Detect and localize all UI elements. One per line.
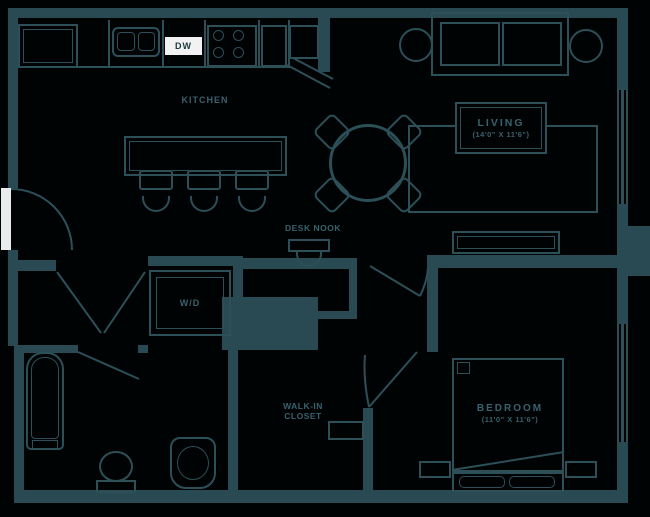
- stove: [207, 25, 257, 67]
- wall-hall-vertical: [349, 258, 357, 318]
- coffee-table-inner: LIVING (14'0" X 11'6"): [460, 107, 542, 149]
- toilet-tank: [96, 480, 136, 493]
- laundry-double-door-left: [56, 271, 102, 334]
- window-right-lower: [617, 324, 628, 442]
- counter-divider-3: [204, 20, 206, 66]
- bathtub-faucet: [32, 440, 58, 449]
- wall-hall-left: [8, 260, 56, 271]
- closet-shelf: [328, 421, 364, 440]
- bathtub-inner: [31, 357, 59, 439]
- pillow-right: [509, 476, 555, 488]
- wall-left-lower: [14, 346, 24, 492]
- coffee-table: [455, 102, 547, 154]
- sink-basin-right: [138, 32, 155, 51]
- dining-table: [329, 124, 407, 202]
- burner-tr: [233, 30, 244, 41]
- kitchen-sink: [112, 27, 160, 57]
- counter-divider-2: [162, 20, 164, 66]
- bedroom-label-group: BEDROOM (11'0" X 11'6"): [458, 403, 562, 424]
- bedroom-door-leaf: [369, 265, 421, 297]
- entry-door-arc: [10, 188, 73, 251]
- wall-bottom: [14, 490, 628, 503]
- nightstand-right: [565, 461, 597, 478]
- stool-seat-1: [139, 170, 173, 190]
- living-room-label: LIVING: [477, 117, 525, 130]
- wall-bedroom-left-upper: [427, 255, 438, 352]
- side-table-right: [569, 29, 603, 63]
- sofa-cushion-left: [440, 22, 500, 66]
- wall-left-mid: [8, 250, 18, 346]
- walk-in-closet-label: WALK-IN CLOSET: [255, 401, 351, 421]
- wall-hall-horizontal: [317, 311, 357, 319]
- wall-bath-right: [228, 345, 238, 492]
- laundry-double-door-right: [103, 271, 146, 334]
- corner-cabinet-face-2: [292, 57, 334, 80]
- sofa-front-edge: [443, 74, 559, 76]
- nightstand-left: [419, 461, 451, 478]
- sink-basin-left: [117, 32, 135, 51]
- bed-headboard: [452, 472, 564, 492]
- kitchen-island: [124, 136, 287, 176]
- walk-in-closet-label-line2: CLOSET: [284, 411, 322, 422]
- wall-solid-block: [222, 297, 318, 350]
- bedroom-door-arc: [419, 267, 429, 297]
- side-table-left: [399, 28, 433, 62]
- burner-tl: [213, 30, 224, 41]
- closet-door-leaf: [368, 351, 418, 408]
- bed-blanket-fold: [451, 451, 565, 471]
- wall-right-c: [617, 442, 628, 494]
- sofa-cushion-right: [502, 22, 562, 66]
- desk-nook-label: DESK NOOK: [285, 223, 341, 233]
- bathroom-sink: [170, 437, 216, 489]
- bed-corner-marker: [457, 362, 470, 374]
- refrigerator-inner: [23, 29, 73, 63]
- wall-top: [12, 8, 628, 18]
- bedroom-label: BEDROOM: [476, 403, 544, 414]
- living-room-dimensions: (14'0" X 11'6"): [472, 129, 530, 139]
- counter-divider-1: [108, 20, 110, 66]
- stool-seat-2: [187, 170, 221, 190]
- desk: [288, 239, 330, 252]
- wall-left-upper: [8, 8, 18, 188]
- wall-bedroom-left-lower: [363, 408, 373, 492]
- burner-bl: [213, 47, 224, 58]
- cabinet: [261, 25, 287, 67]
- washer-dryer-inner: [156, 277, 224, 329]
- window-right-upper: [617, 90, 628, 204]
- corner-cabinet-face-1: [286, 64, 331, 89]
- dishwasher: DW: [165, 37, 202, 55]
- washer-dryer-unit: W/D: [149, 270, 231, 336]
- wall-bath-top-a: [14, 345, 78, 353]
- washer-dryer-label: W/D: [179, 297, 201, 308]
- wall-kitchen-stub: [318, 18, 330, 72]
- counter-front-edge: [18, 66, 290, 68]
- bathroom-door-leaf: [77, 351, 140, 380]
- bathroom-sink-basin: [177, 446, 209, 480]
- pillow-left: [459, 476, 505, 488]
- wall-right-a: [617, 8, 628, 90]
- tv-console-inner: [457, 236, 555, 249]
- bed: [452, 358, 564, 472]
- entry-door-leaf: [1, 188, 11, 250]
- bedroom-dimensions: (11'0" X 11'6"): [481, 415, 539, 424]
- wall-bath-top-b: [138, 345, 148, 353]
- kitchen-label: KITCHEN: [181, 95, 229, 105]
- walk-in-closet-label-line1: WALK-IN: [283, 401, 323, 411]
- counter-divider-4: [258, 20, 260, 66]
- stool-seat-3: [235, 170, 269, 190]
- wall-laundry-top: [148, 256, 243, 266]
- burner-br: [233, 47, 244, 58]
- column-right-exterior: [621, 226, 650, 276]
- wall-bedroom-top: [427, 255, 617, 268]
- tv-console: [452, 231, 560, 254]
- dishwasher-label: DW: [175, 41, 192, 51]
- corner-cabinet: [289, 25, 319, 59]
- closet-door-arc: [363, 354, 370, 408]
- bathtub: [26, 352, 64, 450]
